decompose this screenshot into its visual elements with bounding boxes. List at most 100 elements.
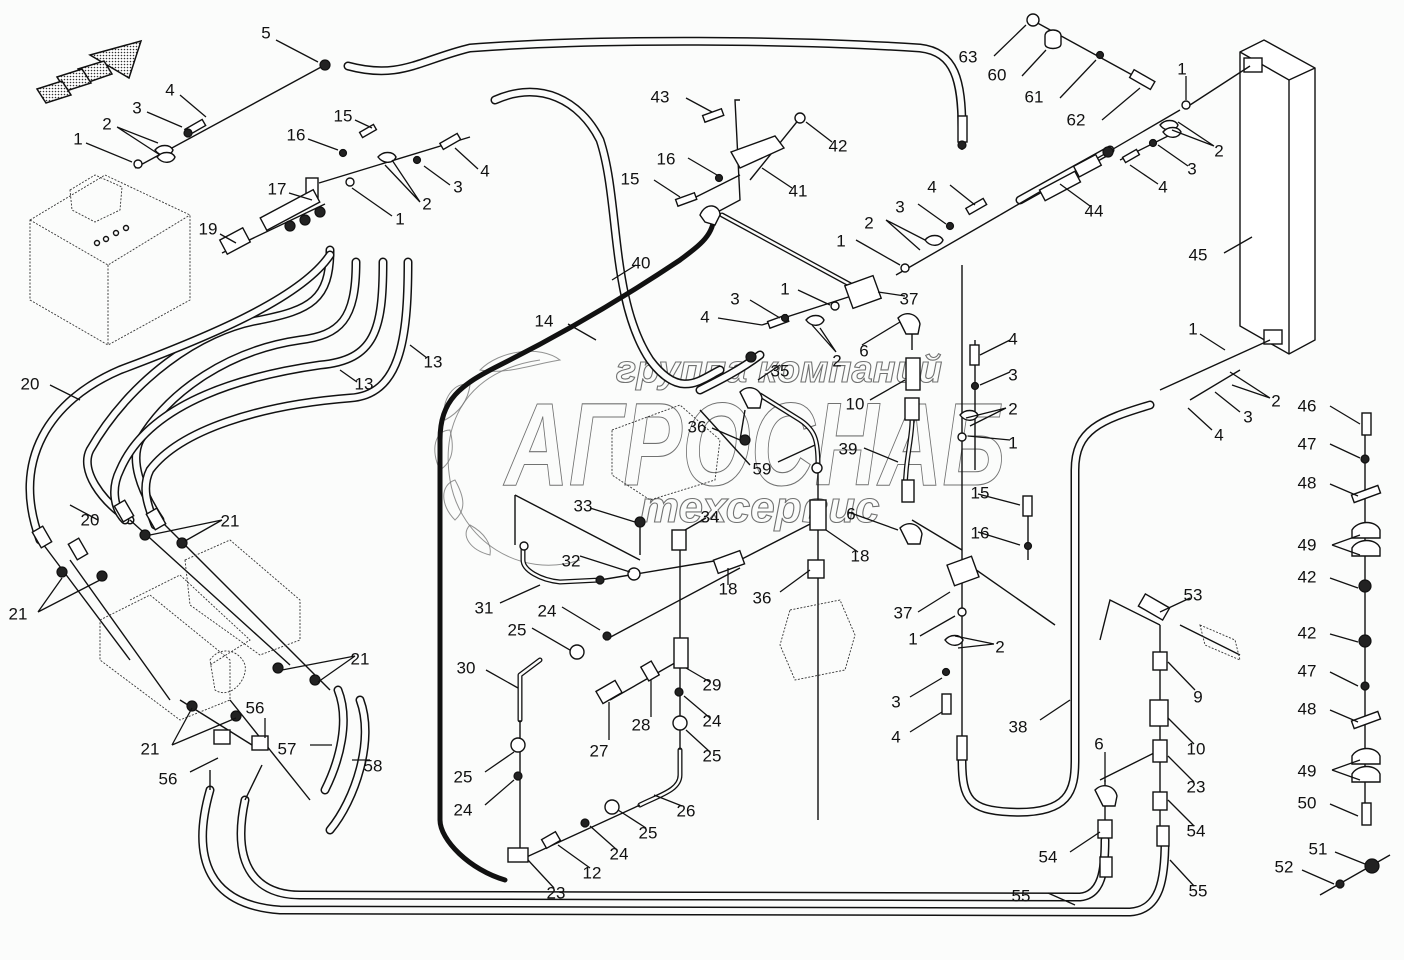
callout-59: 59 xyxy=(753,459,772,478)
callout-55: 55 xyxy=(1189,881,1208,900)
callout-2: 2 xyxy=(1214,141,1223,160)
hose-20-b xyxy=(25,250,335,545)
callout-2: 2 xyxy=(1008,399,1017,418)
callout-19: 19 xyxy=(199,219,218,238)
callout-47: 47 xyxy=(1298,434,1317,453)
callout-62: 62 xyxy=(1067,110,1086,129)
callout-2: 2 xyxy=(995,637,1004,656)
callout-2: 2 xyxy=(422,194,431,213)
callout-13: 13 xyxy=(355,374,374,393)
callout-60: 60 xyxy=(988,65,1007,84)
callout-18: 18 xyxy=(851,546,870,565)
callout-36: 36 xyxy=(688,417,707,436)
callout-49: 49 xyxy=(1298,535,1317,554)
callout-20: 20 xyxy=(21,374,40,393)
leader-lines xyxy=(37,24,1366,906)
hose-5 xyxy=(343,36,967,135)
callout-3: 3 xyxy=(1243,407,1252,426)
callout-4: 4 xyxy=(1158,177,1167,196)
callout-24: 24 xyxy=(538,601,557,620)
callout-24: 24 xyxy=(454,800,473,819)
callout-4: 4 xyxy=(480,161,489,180)
callout-25: 25 xyxy=(703,746,722,765)
callout-32: 32 xyxy=(562,551,581,570)
hose-58 xyxy=(325,695,370,835)
callout-16: 16 xyxy=(287,125,306,144)
callout-6: 6 xyxy=(846,504,855,523)
callout-42: 42 xyxy=(1298,623,1317,642)
callout-31: 31 xyxy=(475,598,494,617)
callout-25: 25 xyxy=(639,823,658,842)
fittings xyxy=(31,13,1382,889)
callout-51: 51 xyxy=(1309,839,1328,858)
direction-arrow-icon xyxy=(35,39,143,104)
callout-2: 2 xyxy=(864,213,873,232)
callout-12: 12 xyxy=(583,863,602,882)
callout-23: 23 xyxy=(1187,777,1206,796)
callout-4: 4 xyxy=(891,727,900,746)
callout-54: 54 xyxy=(1187,821,1206,840)
callout-1: 1 xyxy=(73,129,82,148)
callout-2: 2 xyxy=(102,114,111,133)
callout-26: 26 xyxy=(677,801,696,820)
callout-43: 43 xyxy=(651,87,670,106)
callout-25: 25 xyxy=(508,620,527,639)
callout-24: 24 xyxy=(703,711,722,730)
callout-3: 3 xyxy=(891,692,900,711)
callout-28: 28 xyxy=(632,715,651,734)
callout-24: 24 xyxy=(610,844,629,863)
callout-1: 1 xyxy=(836,231,845,250)
callout-42: 42 xyxy=(829,136,848,155)
hose-40 xyxy=(490,87,725,389)
callout-14: 14 xyxy=(535,311,554,330)
callout-40: 40 xyxy=(632,253,651,272)
callout-41: 41 xyxy=(789,181,808,200)
callout-23: 23 xyxy=(547,883,566,902)
callout-9: 9 xyxy=(1193,687,1202,706)
callout-52: 52 xyxy=(1275,857,1294,876)
callout-25: 25 xyxy=(454,767,473,786)
hose-13-c xyxy=(110,257,388,525)
callout-1: 1 xyxy=(1188,319,1197,338)
callout-15: 15 xyxy=(971,483,990,502)
callout-50: 50 xyxy=(1298,793,1317,812)
callout-4: 4 xyxy=(1214,425,1223,444)
callout-47: 47 xyxy=(1298,661,1317,680)
callout-56: 56 xyxy=(159,769,178,788)
callout-3: 3 xyxy=(895,197,904,216)
callout-4: 4 xyxy=(165,80,174,99)
callout-4: 4 xyxy=(1008,329,1017,348)
callout-63: 63 xyxy=(959,47,978,66)
callout-27: 27 xyxy=(590,741,609,760)
callout-13: 13 xyxy=(424,352,443,371)
callout-16: 16 xyxy=(971,523,990,542)
callout-29: 29 xyxy=(703,675,722,694)
callout-3: 3 xyxy=(132,98,141,117)
callout-33: 33 xyxy=(574,496,593,515)
callout-5: 5 xyxy=(261,23,270,42)
callout-48: 48 xyxy=(1298,473,1317,492)
callout-30: 30 xyxy=(457,658,476,677)
callout-21: 21 xyxy=(351,649,370,668)
callout-1: 1 xyxy=(395,209,404,228)
hose-55-long xyxy=(198,785,1170,917)
oil-cooler xyxy=(1239,39,1316,355)
callout-37: 37 xyxy=(894,603,913,622)
hose-20-a xyxy=(141,257,413,530)
callout-53: 53 xyxy=(1184,585,1203,604)
hose-38 xyxy=(957,400,1155,817)
callout-6: 6 xyxy=(1094,734,1103,753)
callout-1: 1 xyxy=(1177,59,1186,78)
callout-15: 15 xyxy=(621,169,640,188)
callout-6: 6 xyxy=(859,341,868,360)
callout-37: 37 xyxy=(900,289,919,308)
callout-57: 57 xyxy=(278,739,297,758)
hose-13-b xyxy=(131,257,361,525)
callout-20: 20 xyxy=(81,510,100,529)
pump-motor-assemblies xyxy=(99,404,1241,721)
callout-58: 58 xyxy=(364,756,383,775)
callout-2: 2 xyxy=(832,351,841,370)
watermark-line3: техсервис xyxy=(640,483,880,532)
callout-21: 21 xyxy=(221,511,240,530)
